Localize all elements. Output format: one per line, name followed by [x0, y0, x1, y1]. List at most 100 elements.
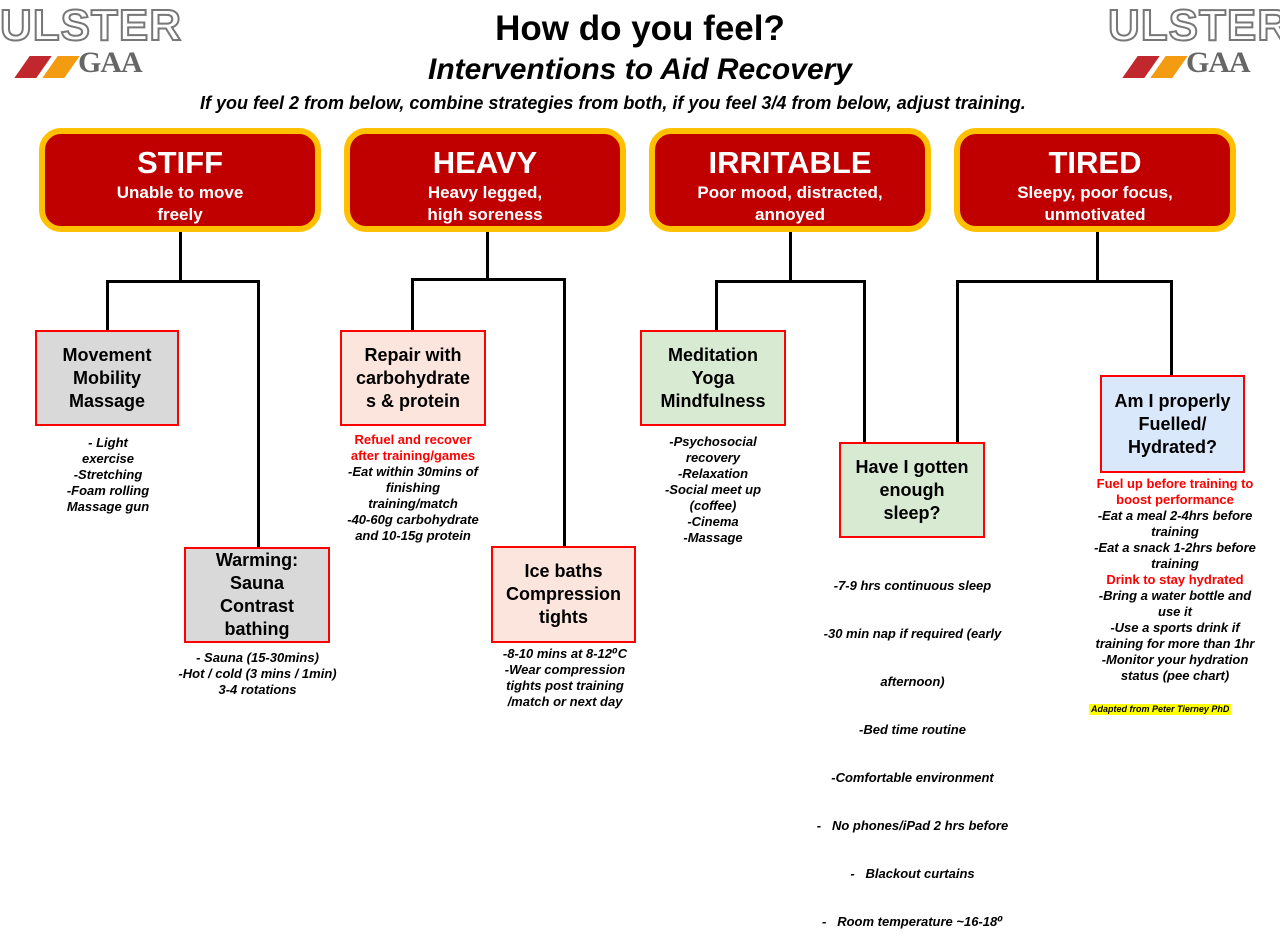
strategy-line: carbohydrate: [355, 367, 471, 388]
connector: [411, 278, 566, 281]
connector: [956, 280, 1173, 283]
connector: [1096, 232, 1099, 282]
detail-line: -Bed time routine: [859, 722, 966, 737]
feeling-title: HEAVY: [432, 145, 538, 180]
feeling-box-stiff: STIFF Unable to move freely: [39, 128, 321, 232]
strategy-line: enough: [879, 479, 945, 500]
connector: [1170, 280, 1173, 376]
connector: [179, 232, 182, 282]
detail-line: -Foam rolling: [66, 483, 150, 498]
detail-line: -Psychosocial: [669, 434, 757, 449]
feeling-title: STIFF: [136, 145, 224, 180]
detail-line: finishing: [385, 480, 441, 495]
details-fuel: Fuel up before training to boost perform…: [1075, 476, 1275, 684]
feeling-box-tired: TIRED Sleepy, poor focus, unmotivated: [954, 128, 1236, 232]
detail-line: training: [1151, 524, 1199, 539]
connector: [789, 232, 792, 282]
detail-line: 3-4 rotations: [218, 682, 297, 697]
detail-line: /match or next day: [507, 694, 623, 709]
details-repair: Refuel and recover after training/games …: [318, 432, 508, 544]
strategy-warming: Warming: Sauna Contrast bathing: [184, 547, 330, 643]
detail-line: -Wear compression: [504, 662, 626, 677]
feeling-box-irritable: IRRITABLE Poor mood, distracted, annoyed: [649, 128, 931, 232]
detail-line: -Eat within 30mins of: [347, 464, 478, 479]
strategy-fuel: Am I properly Fuelled/ Hydrated?: [1100, 375, 1245, 473]
page-title: How do you feel?: [495, 9, 785, 48]
detail-line: -30 min nap if required (early: [823, 626, 1002, 641]
strategy-line: Hydrated?: [1127, 436, 1217, 457]
detail-line: -Social meet up: [664, 482, 762, 497]
strategy-line: Sauna: [229, 573, 284, 593]
strategy-line: s & protein: [365, 390, 460, 411]
connector: [106, 280, 109, 332]
detail-highlight: boost performance: [1116, 492, 1234, 507]
strategy-line: Mobility: [72, 367, 141, 388]
detail-line: - Light: [88, 435, 128, 450]
ulster-gaa-logo-left: ULSTER GAA: [0, 1, 182, 84]
strategy-repair: Repair with carbohydrate s & protein: [340, 330, 486, 426]
detail-line: -Monitor your hydration: [1101, 652, 1249, 667]
strategy-ice: Ice baths Compression tights: [491, 546, 636, 643]
strategy-line: Mindfulness: [660, 390, 766, 411]
detail-line: -40-60g carbohydrate: [347, 512, 479, 527]
detail-line: (coffee): [689, 498, 737, 513]
detail-line: and 10-15g protein: [355, 528, 471, 543]
connector: [563, 278, 566, 547]
details-meditation: -Psychosocial recovery -Relaxation -Soci…: [638, 434, 788, 546]
detail-line: -Hot / cold (3 mins / 1min): [178, 666, 337, 681]
detail-line: recovery: [685, 450, 741, 465]
logo-word: ULSTER: [1107, 1, 1280, 50]
strategy-line: Meditation: [667, 344, 758, 365]
strategy-line: sleep?: [883, 502, 941, 523]
detail-line: exercise: [81, 451, 135, 466]
logo-word: ULSTER: [0, 1, 182, 50]
detail-line: -Eat a snack 1-2hrs before: [1094, 540, 1256, 555]
strategy-line: tights: [539, 607, 588, 627]
detail-line: -Cinema: [687, 514, 739, 529]
credit-note: Adapted from Peter Tierney PhD: [1089, 704, 1232, 715]
strategy-movement: Movement Mobility Massage: [35, 330, 179, 426]
feeling-desc: Heavy legged, high soreness: [427, 183, 543, 224]
detail-line: -Eat a meal 2-4hrs before: [1097, 508, 1253, 523]
detail-line: -8-10 mins at 8-12⁰C: [502, 646, 628, 661]
strategy-meditation: Meditation Yoga Mindfulness: [640, 330, 786, 426]
feeling-desc: Poor mood, distracted, annoyed: [697, 183, 883, 224]
detail-highlight: after training/games: [350, 448, 476, 463]
strategy-line: Massage: [68, 390, 146, 411]
logo-sub: GAA: [1186, 46, 1251, 79]
detail-line: -Stretching: [73, 467, 143, 482]
detail-line: status (pee chart): [1120, 668, 1230, 683]
instruction-text: If you feel 2 from below, combine strate…: [200, 93, 1026, 113]
feeling-desc: Unable to move freely: [116, 183, 244, 224]
strategy-line: Fuelled/: [1138, 413, 1207, 434]
detail-line: training for more than 1hr: [1095, 636, 1255, 651]
detail-line: training: [1151, 556, 1199, 571]
detail-highlight: Refuel and recover: [354, 432, 472, 447]
detail-line: Massage gun: [66, 499, 150, 514]
connector: [486, 232, 489, 280]
strategy-line: Yoga: [691, 367, 735, 388]
details-sleep: -7-9 hrs continuous sleep -30 min nap if…: [800, 546, 1025, 946]
strategy-line: Warming:: [215, 550, 299, 570]
detail-line: use it: [1158, 604, 1192, 619]
detail-line: -Relaxation: [677, 466, 749, 481]
detail-line: training/match: [368, 496, 458, 511]
detail-line: -7-9 hrs continuous sleep: [833, 578, 992, 593]
details-movement: - Light exercise -Stretching -Foam rolli…: [38, 435, 178, 515]
strategy-line: Am I properly: [1114, 390, 1231, 411]
connector: [106, 280, 260, 283]
feeling-title: TIRED: [1048, 145, 1142, 180]
detail-line: - Sauna (15-30mins): [196, 650, 319, 665]
feeling-desc: Sleepy, poor focus, unmotivated: [1017, 183, 1173, 224]
detail-line: afternoon): [880, 674, 945, 689]
feeling-title: IRRITABLE: [708, 145, 872, 180]
feeling-box-heavy: HEAVY Heavy legged, high soreness: [344, 128, 626, 232]
connector: [257, 280, 260, 548]
detail-line: -Massage: [683, 530, 743, 545]
strategy-line: Have I gotten: [855, 456, 969, 477]
strategy-line: Contrast: [219, 596, 294, 616]
connector: [715, 280, 866, 283]
details-warming: - Sauna (15-30mins) -Hot / cold (3 mins …: [160, 650, 355, 698]
detail-line: - Room temperature ~16-18⁰: [822, 914, 1003, 929]
strategy-line: Ice baths: [524, 561, 603, 581]
